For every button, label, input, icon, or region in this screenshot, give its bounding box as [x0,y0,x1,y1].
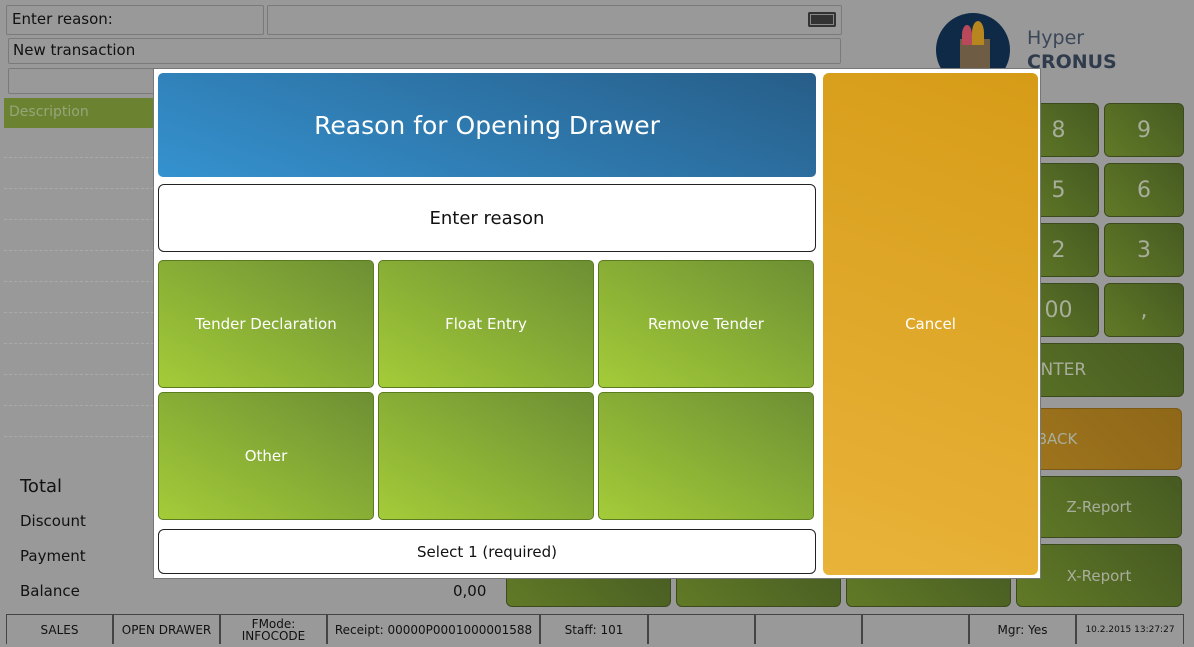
brand-line1: Hyper [1027,27,1085,49]
cancel-button[interactable]: Cancel [823,73,1038,575]
balance-label: Balance [20,582,80,600]
option-empty[interactable] [598,392,814,520]
dialog-title: Reason for Opening Drawer [158,73,816,177]
reason-input-field[interactable]: Enter reason [158,184,816,252]
z-report-button[interactable]: Z-Report [1016,476,1182,538]
reason-input[interactable] [267,5,842,35]
status-mode: SALES [6,614,113,644]
reason-label: Enter reason: [6,5,264,35]
selection-hint: Select 1 (required) [158,529,816,574]
reason-dialog: Reason for Opening Drawer Enter reason T… [153,68,1041,579]
x-report-button[interactable]: X-Report [1016,544,1182,607]
option-tender-declaration[interactable]: Tender Declaration [158,260,374,388]
total-label: Total [20,476,63,497]
balance-value: 0,00 [453,582,487,600]
status-manager: Mgr: Yes [969,614,1076,644]
status-receipt: Receipt: 00000P0001000001588 [327,614,540,644]
key-9[interactable]: 9 [1104,103,1184,157]
payment-label: Payment [20,547,86,565]
status-empty [862,614,969,644]
brand-line2: CRONUS [1027,51,1117,73]
info-field [8,68,158,94]
key-6[interactable]: 6 [1104,163,1184,217]
status-datetime: 10.2.2015 13:27:27 [1076,614,1184,644]
option-empty[interactable] [378,392,594,520]
option-other[interactable]: Other [158,392,374,520]
discount-label: Discount [20,512,86,530]
status-staff: Staff: 101 [540,614,648,644]
status-fmode: FMode: INFOCODE [220,614,327,644]
option-float-entry[interactable]: Float Entry [378,260,594,388]
keyboard-icon[interactable] [808,12,836,27]
option-remove-tender[interactable]: Remove Tender [598,260,814,388]
status-empty [755,614,862,644]
status-empty [648,614,755,644]
transaction-field: New transaction [8,38,841,64]
status-operation: OPEN DRAWER [113,614,220,644]
key-3[interactable]: 3 [1104,223,1184,277]
list-header: Description [4,98,154,128]
key-comma[interactable]: , [1104,283,1184,337]
